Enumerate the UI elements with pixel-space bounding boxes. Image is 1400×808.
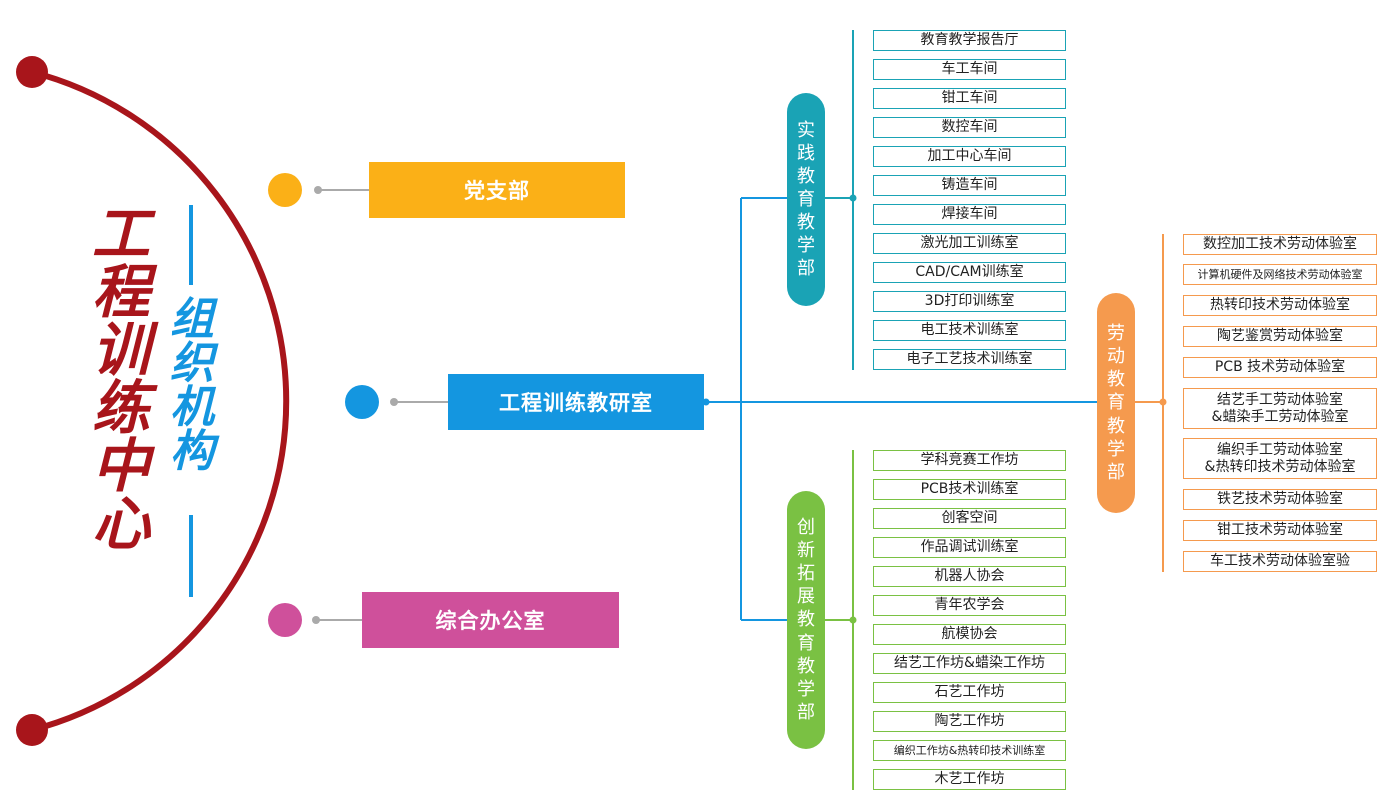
labor-room: 数控加工技术劳动体验室 — [1183, 234, 1377, 255]
practice-room: 激光加工训练室 — [873, 233, 1066, 254]
vertical-char: 心 — [91, 490, 150, 558]
subtitle-rule-top — [189, 205, 193, 285]
vertical-char: 教 — [1107, 415, 1125, 437]
vertical-char: 创 — [797, 517, 815, 539]
innovation-room: 机器人协会 — [873, 566, 1066, 587]
vertical-char: 构 — [170, 426, 214, 477]
vertical-char: 践 — [797, 142, 815, 164]
innovation-room: 航模协会 — [873, 624, 1066, 645]
labor-room: 陶艺鉴赏劳动体验室 — [1183, 326, 1377, 347]
vertical-char: 织 — [170, 338, 214, 389]
vertical-char: 拓 — [797, 563, 815, 585]
innovation-room: 结艺工作坊&蜡染工作坊 — [873, 653, 1066, 674]
practice-room: 铸造车间 — [873, 175, 1066, 196]
vertical-char: 劳 — [1107, 323, 1125, 345]
teal-bracket — [822, 30, 854, 370]
practice-room: 焊接车间 — [873, 204, 1066, 225]
practice-room: 电工技术训练室 — [873, 320, 1066, 341]
practice-room: 数控车间 — [873, 117, 1066, 138]
practice-room: 钳工车间 — [873, 88, 1066, 109]
labor-room: PCB 技术劳动体验室 — [1183, 357, 1377, 378]
vertical-char: 部 — [797, 701, 815, 723]
vertical-char: 展 — [797, 586, 815, 608]
dot-bangongshi — [268, 603, 302, 637]
labor-room: 编织手工劳动体验室 &热转印技术劳动体验室 — [1183, 438, 1377, 479]
green-bracket — [822, 450, 854, 790]
vertical-char: 部 — [797, 258, 815, 280]
vertical-char: 机 — [170, 382, 214, 433]
dot-dangzhibu — [268, 173, 302, 207]
vertical-char: 组 — [170, 294, 214, 345]
practice-room: CAD/CAM训练室 — [873, 262, 1066, 283]
branch-practice: 实践教育教学部 — [787, 93, 825, 306]
vertical-char: 学 — [797, 678, 815, 700]
vertical-char: 部 — [1107, 461, 1125, 483]
vertical-char: 程 — [91, 258, 150, 326]
dot-jiaoyanshi — [345, 385, 379, 419]
blue-tree — [704, 197, 1100, 621]
vertical-char: 教 — [797, 609, 815, 631]
branch-innovation: 创新拓展教育教学部 — [787, 491, 825, 749]
main-title: 工程训练中心 — [88, 205, 154, 553]
labor-room: 铁艺技术劳动体验室 — [1183, 489, 1377, 510]
arc-end-bottom — [16, 714, 48, 746]
vertical-char: 新 — [797, 540, 815, 562]
labor-room: 结艺手工劳动体验室 &蜡染手工劳动体验室 — [1183, 388, 1377, 429]
practice-room: 电子工艺技术训练室 — [873, 349, 1066, 370]
innovation-room: 青年农学会 — [873, 595, 1066, 616]
labor-room: 计算机硬件及网络技术劳动体验室 — [1183, 264, 1377, 285]
practice-room: 3D打印训练室 — [873, 291, 1066, 312]
practice-room: 加工中心车间 — [873, 146, 1066, 167]
labor-room: 车工技术劳动体验室验 — [1183, 551, 1377, 572]
labor-room: 钳工技术劳动体验室 — [1183, 520, 1377, 541]
vertical-char: 动 — [1107, 346, 1125, 368]
vertical-char: 实 — [797, 119, 815, 141]
arc-end-top — [16, 56, 48, 88]
vertical-char: 中 — [91, 432, 150, 500]
vertical-char: 学 — [1107, 438, 1125, 460]
vertical-char: 育 — [1107, 392, 1125, 414]
vertical-char: 教 — [797, 165, 815, 187]
vertical-char: 工 — [91, 200, 150, 268]
vertical-char: 育 — [797, 188, 815, 210]
vertical-char: 教 — [797, 655, 815, 677]
innovation-room: 陶艺工作坊 — [873, 711, 1066, 732]
dept-jiaoyanshi: 工程训练教研室 — [448, 374, 704, 430]
innovation-room: 学科竞赛工作坊 — [873, 450, 1066, 471]
innovation-room: 石艺工作坊 — [873, 682, 1066, 703]
vertical-char: 育 — [797, 632, 815, 654]
subtitle: 组织机构 — [166, 298, 218, 474]
innovation-room: 作品调试训练室 — [873, 537, 1066, 558]
vertical-char: 教 — [1107, 369, 1125, 391]
innovation-room: PCB技术训练室 — [873, 479, 1066, 500]
practice-room: 教育教学报告厅 — [873, 30, 1066, 51]
practice-room: 车工车间 — [873, 59, 1066, 80]
subtitle-rule-bottom — [189, 515, 193, 597]
innovation-room: 编织工作坊&热转印技术训练室 — [873, 740, 1066, 761]
labor-room: 热转印技术劳动体验室 — [1183, 295, 1377, 316]
vertical-char: 训 — [91, 316, 150, 384]
vertical-char: 教 — [797, 212, 815, 234]
main-arc — [31, 69, 290, 733]
dept-bangongshi: 综合办公室 — [362, 592, 619, 648]
innovation-room: 木艺工作坊 — [873, 769, 1066, 790]
orange-bracket — [1133, 234, 1164, 572]
dept-dangzhibu: 党支部 — [369, 162, 625, 218]
vertical-char: 学 — [797, 235, 815, 257]
vertical-char: 练 — [91, 374, 150, 442]
branch-labor: 劳动教育教学部 — [1097, 293, 1135, 513]
innovation-room: 创客空间 — [873, 508, 1066, 529]
